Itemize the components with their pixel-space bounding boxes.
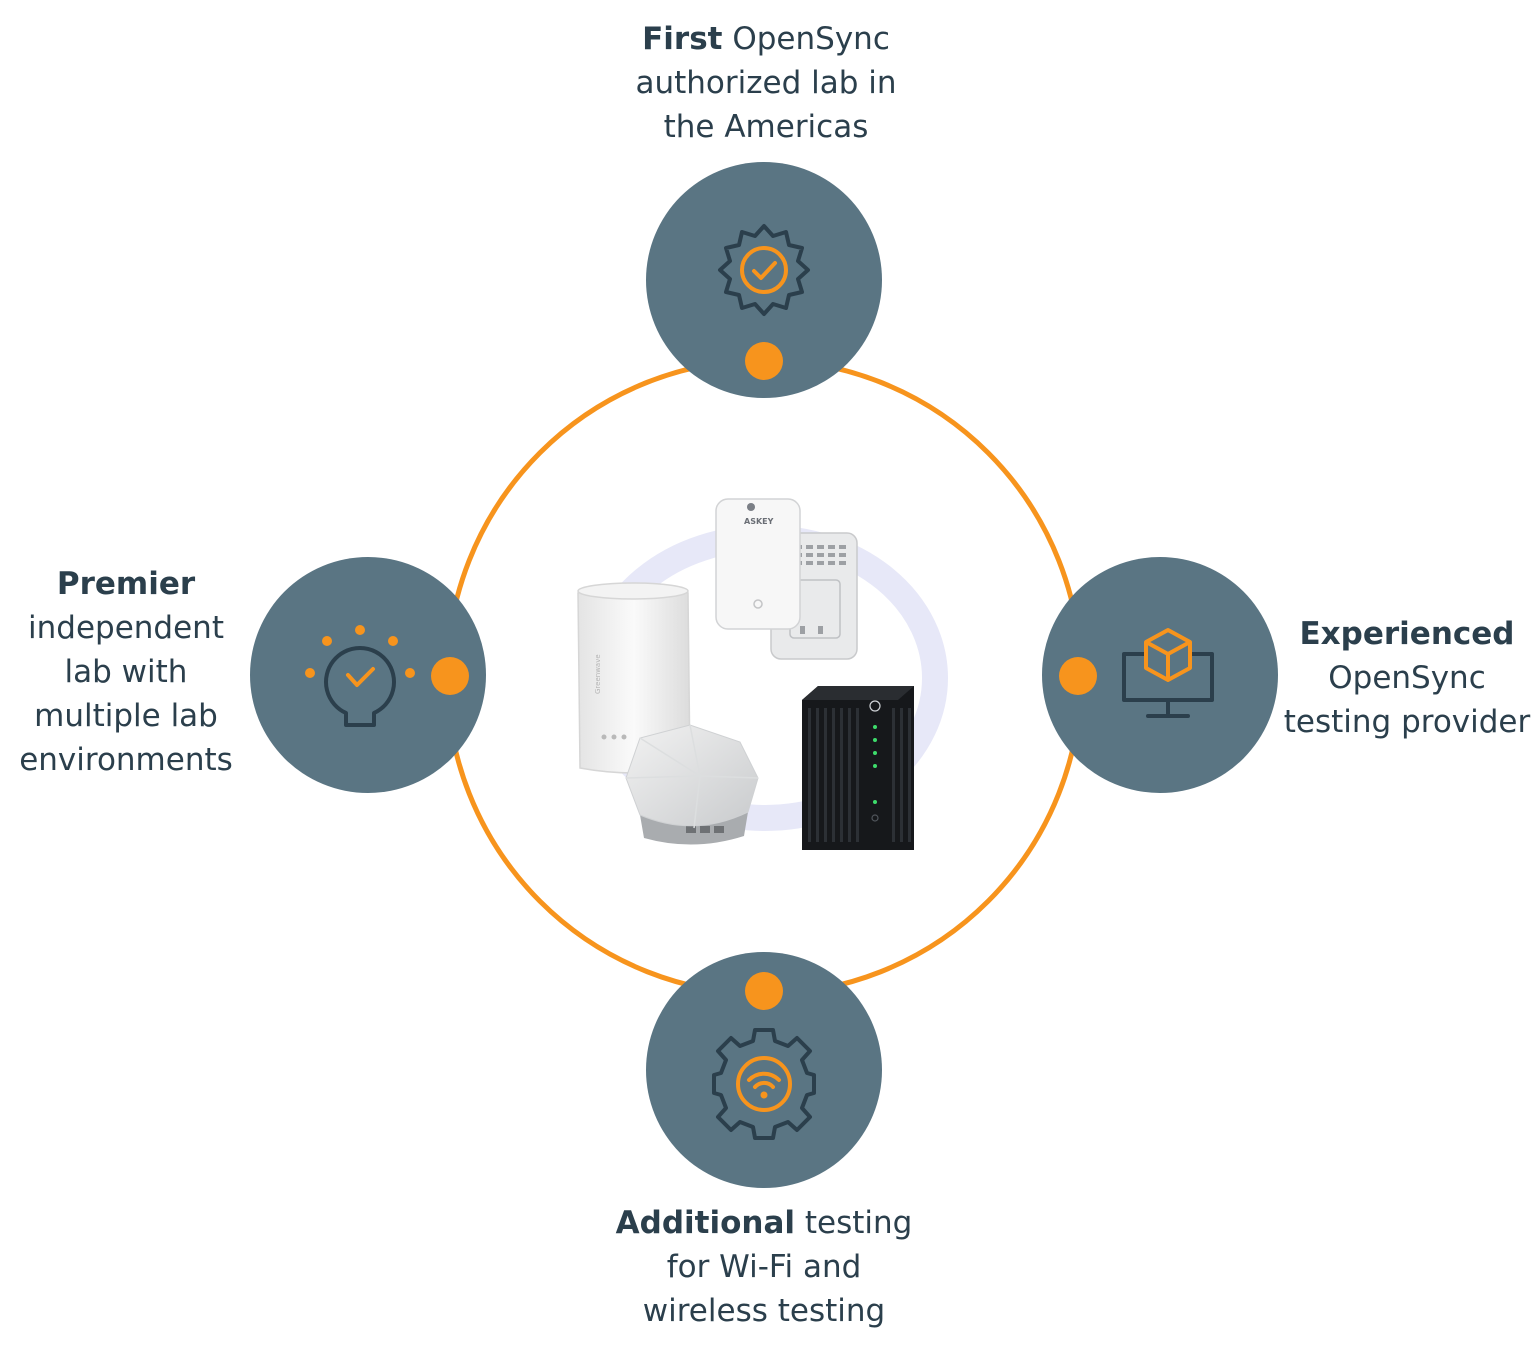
svg-text:Greenwave: Greenwave (594, 654, 602, 694)
caption-first-opensync-lab: First OpenSync authorized lab in the Ameri… (566, 17, 966, 149)
mesh-pod-icon (625, 724, 759, 845)
caption-text: multiple lab (34, 698, 218, 734)
caption-line: the Americas (566, 105, 966, 149)
caption-text: lab with (64, 654, 188, 690)
caption-text: for Wi-Fi and (666, 1249, 862, 1285)
caption-line: Additional testing (564, 1201, 964, 1245)
badge-top (646, 162, 882, 398)
caption-line: OpenSync (1278, 656, 1536, 700)
caption-line: testing provider (1278, 700, 1536, 744)
caption-line: authorized lab in (566, 61, 966, 105)
black-modem-icon (802, 686, 914, 850)
gear-check-icon (718, 224, 810, 316)
caption-text: independent (28, 610, 224, 646)
caption-bold-text: Premier (56, 566, 196, 602)
connector-dot-left (431, 657, 469, 695)
caption-text: authorized lab in (635, 65, 897, 101)
caption-line: for Wi-Fi and (564, 1245, 964, 1289)
caption-line: wireless testing (564, 1289, 964, 1333)
wall-extender-icon: ASKEY (715, 498, 858, 660)
router-tower-icon: Greenwave (577, 582, 691, 774)
caption-line: lab with (0, 650, 252, 694)
caption-text: OpenSync (1328, 660, 1486, 696)
lightbulb-check-icon (305, 625, 415, 727)
caption-bold-text: Additional (615, 1205, 796, 1241)
extender-brand: ASKEY (744, 517, 774, 526)
caption-text: testing (795, 1205, 913, 1241)
caption-additional-wireless-testing: Additional testing for Wi-Fi and wireless … (564, 1201, 964, 1333)
caption-bold-text: Experienced (1299, 616, 1515, 652)
caption-line: Experienced (1278, 612, 1536, 656)
caption-line: Premier (0, 562, 252, 606)
caption-line: environments (0, 738, 252, 782)
caption-premier-independent-lab: Premier independent lab with multiple lab en… (0, 562, 252, 782)
caption-line: independent (0, 606, 252, 650)
gear-wifi-icon (712, 1028, 816, 1140)
badge-bottom (646, 952, 882, 1188)
connector-dot-bottom (745, 972, 783, 1010)
caption-text: wireless testing (642, 1293, 886, 1329)
caption-text: environments (19, 742, 233, 778)
connector-dot-right (1059, 657, 1097, 695)
caption-text: OpenSync (722, 21, 890, 57)
caption-line: First OpenSync (566, 17, 966, 61)
caption-text: the Americas (663, 109, 869, 145)
caption-bold-text: First (642, 21, 723, 57)
monitor-cube-icon (1122, 628, 1214, 718)
caption-line: multiple lab (0, 694, 252, 738)
caption-text: testing provider (1283, 704, 1531, 740)
connector-dot-top (745, 342, 783, 380)
orange-ring (444, 357, 1084, 997)
